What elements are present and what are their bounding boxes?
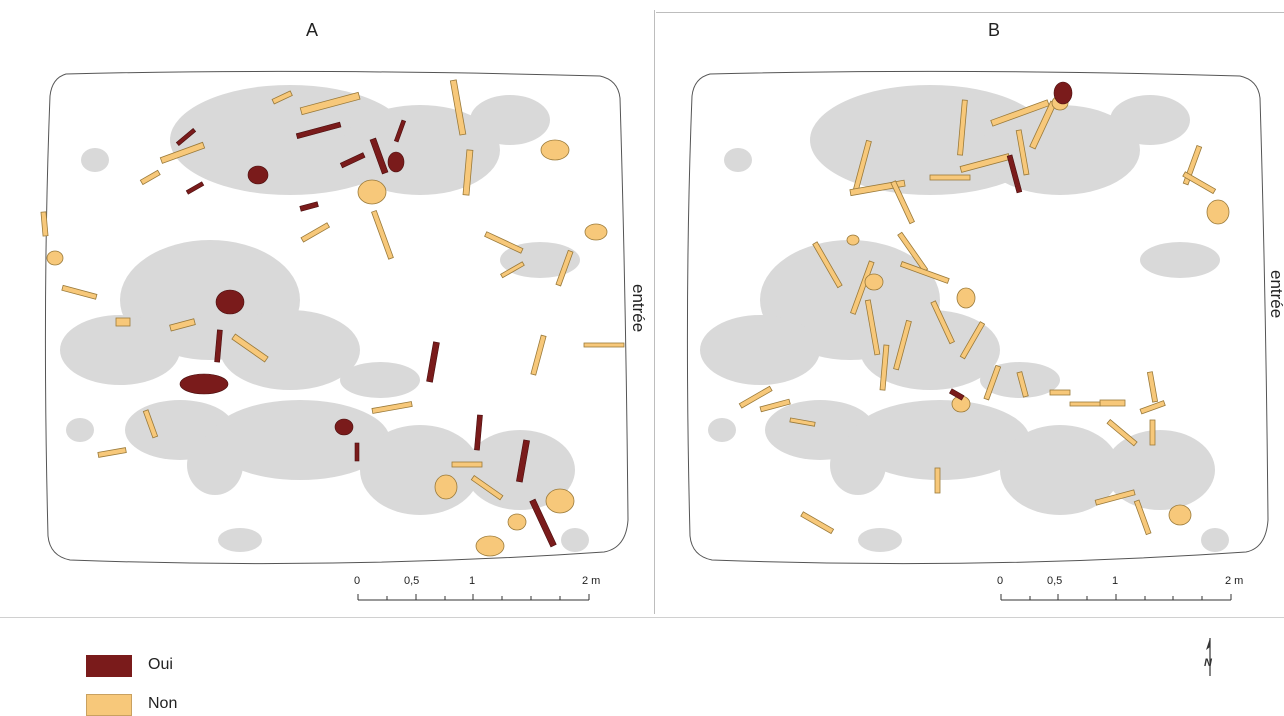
panel-b-entrance-label: entrée: [1267, 270, 1284, 319]
plan-b-scale-label-1: 1: [1112, 575, 1119, 587]
north-arrow-label: N: [1204, 657, 1213, 669]
plan-a-bones-non: [40, 79, 625, 557]
panel-b-top-border: [656, 12, 1284, 13]
panel-b-title: B: [988, 20, 1001, 40]
plan-a-scale-label-0: 0: [354, 575, 361, 587]
plan-b: [686, 70, 1269, 601]
plan-a: [40, 70, 629, 601]
north-arrow-icon: N: [1198, 636, 1222, 685]
legend-swatch-non: [86, 694, 132, 716]
panel-divider: [654, 10, 655, 614]
legend-swatch-oui: [86, 655, 132, 677]
plan-b-scale-label-0: 0: [997, 575, 1004, 587]
panel-a-entrance-label: entrée: [629, 284, 648, 333]
legend-label-oui: Oui: [148, 656, 173, 673]
plan-b-bones-oui: [949, 81, 1073, 401]
plan-a-scale-label-half: 0,5: [404, 575, 420, 587]
plan-a-bones-oui: [175, 119, 557, 548]
plan-a-scale-label-2m: 2 m: [582, 575, 601, 587]
plan-b-scale-label-half: 0,5: [1047, 575, 1063, 587]
panel-a-title: A: [306, 20, 319, 40]
plan-b-grey-remains: [700, 85, 1229, 552]
plan-b-scale-bar: [1000, 594, 1232, 601]
legend-label-non: Non: [148, 695, 178, 712]
excavation-plans: [40, 70, 1269, 601]
plan-b-bones-non: [738, 95, 1230, 536]
plan-a-scale-label-1: 1: [469, 575, 476, 587]
plan-a-scale-bar: [357, 594, 590, 601]
legend-divider: [0, 617, 1284, 618]
plan-b-scale-label-2m: 2 m: [1225, 575, 1244, 587]
